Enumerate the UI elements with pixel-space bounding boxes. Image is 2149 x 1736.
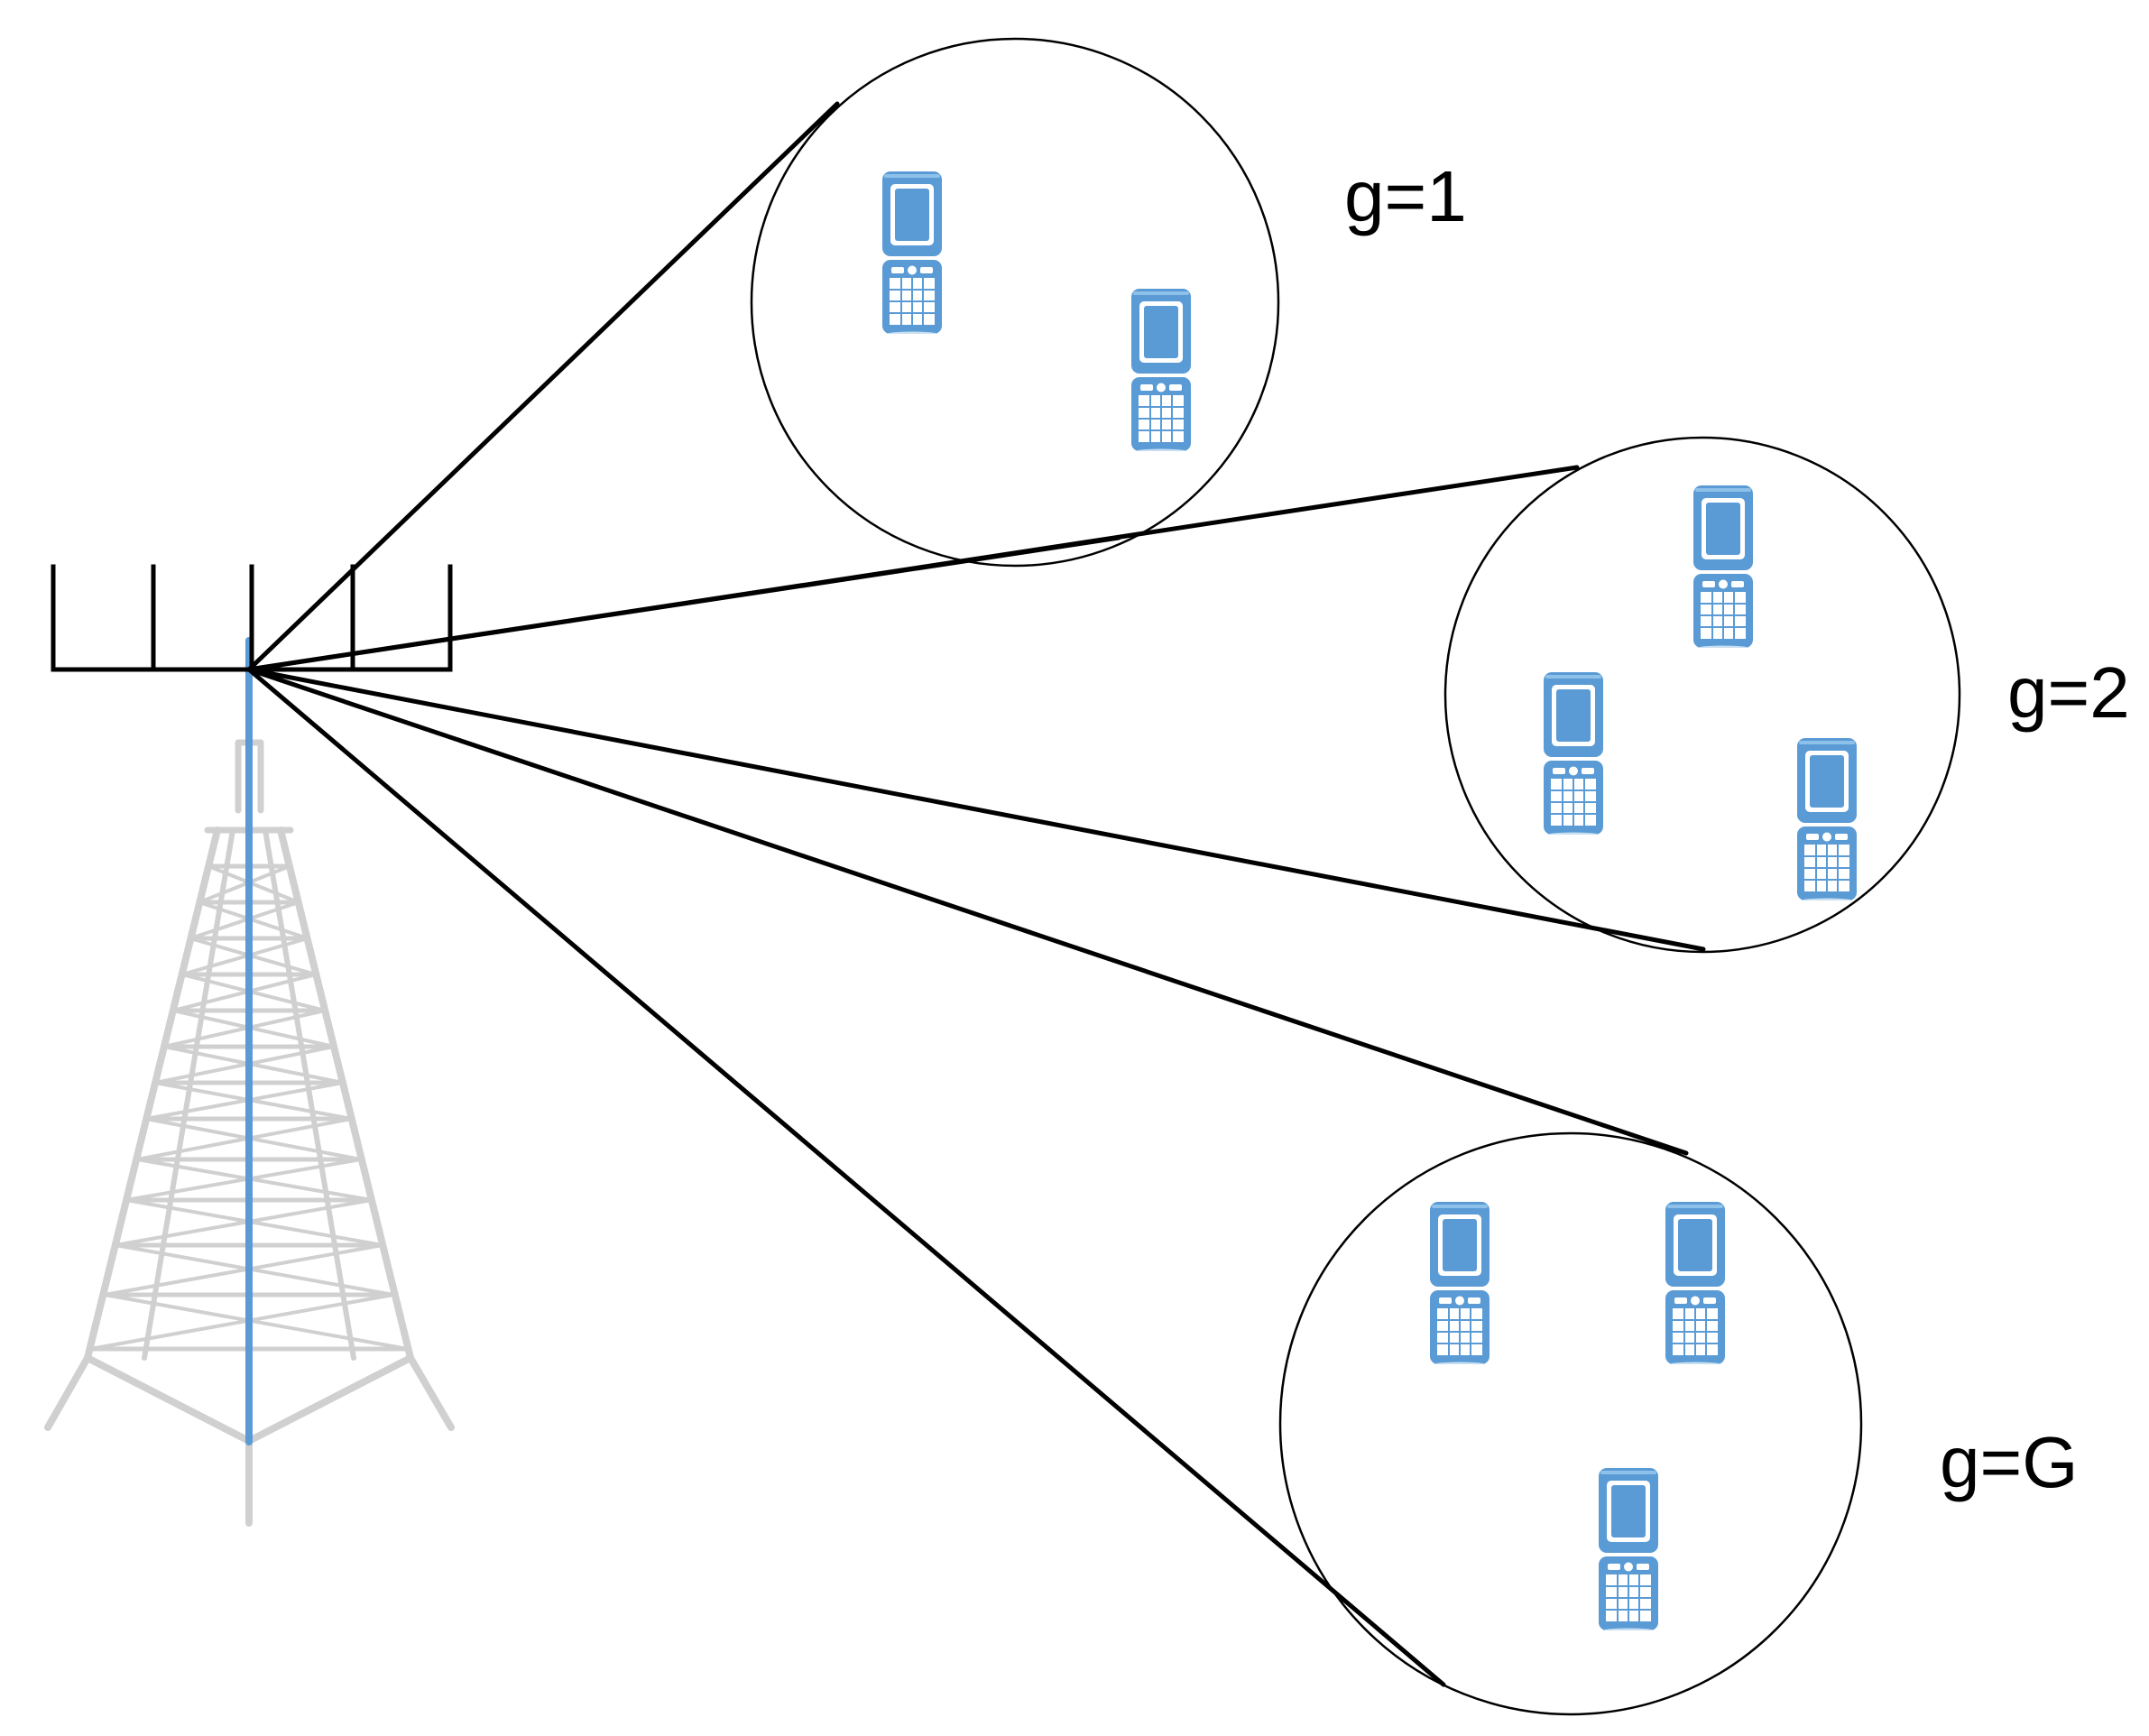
mobile-phone-icon	[1544, 672, 1603, 835]
user-group-1: g=1	[750, 37, 1467, 568]
beam-edge	[246, 667, 1446, 1687]
antenna-array-icon	[51, 564, 453, 672]
group-label: g=1	[1344, 156, 1467, 236]
group-coverage-circle	[1443, 436, 1961, 954]
beam-edge	[246, 667, 1689, 1156]
beam-edge	[246, 465, 1580, 672]
group-coverage-circle	[750, 37, 1280, 568]
cell-tower-icon	[44, 637, 455, 1527]
mobile-phone-icon	[1665, 1202, 1725, 1364]
beam-lines	[246, 101, 1706, 1687]
group-coverage-circle	[1278, 1131, 1863, 1716]
mobile-phone-icon	[1797, 738, 1857, 900]
mobile-phone-icon	[1131, 289, 1191, 451]
mobile-phone-icon	[1693, 485, 1753, 648]
user-group-2: g=2	[1443, 436, 2130, 954]
group-label: g=G	[1940, 1422, 2078, 1502]
beam-edge	[246, 101, 840, 672]
mobile-phone-icon	[1430, 1202, 1490, 1364]
group-label: g=2	[2007, 652, 2130, 733]
mobile-phone-icon	[882, 171, 942, 334]
mobile-phone-icon	[1599, 1468, 1658, 1630]
beam-edge	[246, 667, 1706, 952]
user-group-G: g=G	[1278, 1131, 2078, 1716]
